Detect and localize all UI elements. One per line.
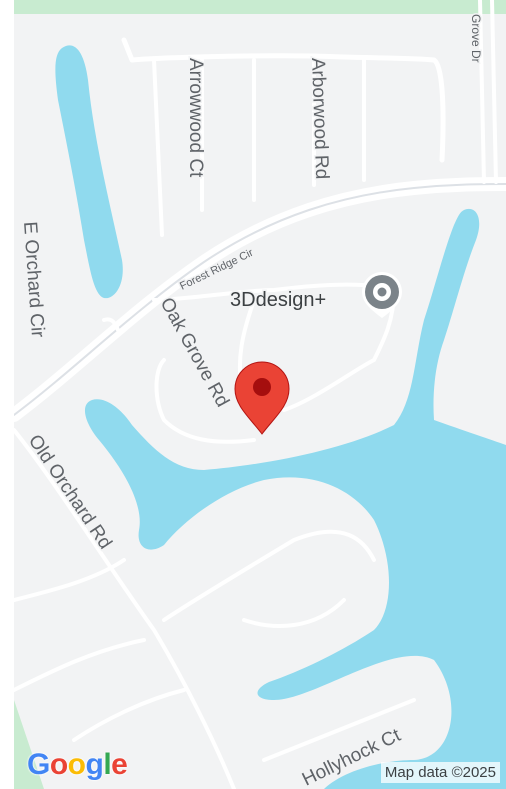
road-network <box>14 0 506 789</box>
map-pin-icon[interactable] <box>234 361 290 435</box>
road-label-grove-dr: Grove Dr <box>469 14 483 63</box>
logo-letter: o <box>49 748 68 781</box>
road-label-arborwood-rd: Arborwood Rd <box>307 57 332 179</box>
logo-letter: G <box>27 748 50 781</box>
map-attribution[interactable]: Map data ©2025 <box>380 762 500 783</box>
logo-letter: l <box>103 748 112 781</box>
map-canvas[interactable]: Grove Dr Arrowwood Ct Arborwood Rd Fores… <box>14 0 506 789</box>
water-lake-main <box>84 208 506 789</box>
location-circle-icon[interactable] <box>362 272 402 318</box>
poi-label: 3Ddesign+ <box>230 289 326 311</box>
road-label-arrowwood-ct: Arrowwood Ct <box>185 58 206 178</box>
logo-letter: e <box>111 748 128 781</box>
lake-island <box>481 286 506 430</box>
water-pond-left <box>55 45 123 299</box>
park-area <box>14 0 506 14</box>
logo-letter: o <box>67 748 86 781</box>
google-logo[interactable]: Google <box>27 748 128 782</box>
logo-letter: g <box>85 748 104 781</box>
park-area-bottom <box>14 700 44 789</box>
poi-3ddesign[interactable]: 3Ddesign+ <box>229 272 402 318</box>
